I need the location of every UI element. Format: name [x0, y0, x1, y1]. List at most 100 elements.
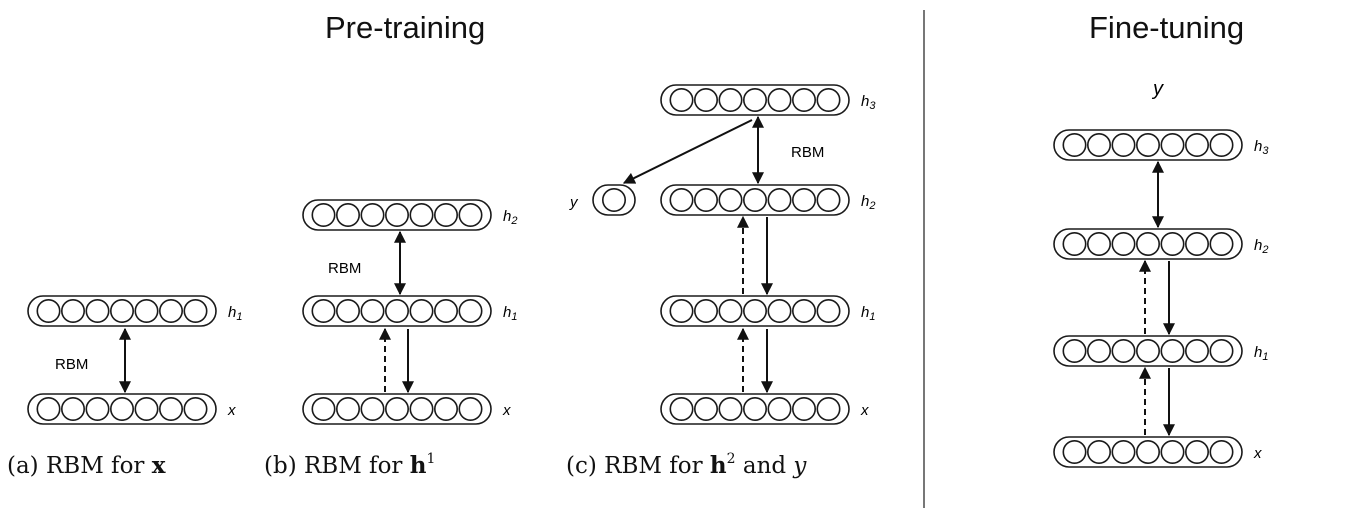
unit-node [669, 298, 694, 323]
layer-f-h3 [1053, 129, 1243, 161]
y-arrow-c [622, 119, 753, 184]
unit-node [134, 396, 159, 421]
unit-node [384, 396, 409, 421]
unit-node [85, 396, 110, 421]
unit-node [601, 188, 626, 213]
unit-node [110, 298, 135, 323]
unit-node [458, 396, 483, 421]
unit-node [1209, 133, 1234, 158]
unit-node [1185, 133, 1210, 158]
unit-node [85, 298, 110, 323]
unit-node [60, 396, 85, 421]
unit-node [183, 396, 208, 421]
unit-node [360, 298, 385, 323]
unit-node [791, 188, 816, 213]
unit-node [433, 396, 458, 421]
unit-node [669, 188, 694, 213]
unit-node [1062, 338, 1087, 363]
unit-node [1185, 439, 1210, 464]
unit-node [1111, 338, 1136, 363]
unit-node [1087, 133, 1112, 158]
unit-node [816, 298, 841, 323]
unit-node [1185, 338, 1210, 363]
unit-node [311, 396, 336, 421]
unit-node [1209, 439, 1234, 464]
unit-node [816, 188, 841, 213]
finetuning-header: Fine-tuning [1089, 10, 1245, 45]
caption-b: (b) RBM for h1 [264, 451, 436, 479]
unit-node [159, 396, 184, 421]
unit-node [718, 396, 743, 421]
unit-node [433, 203, 458, 228]
unit-node [360, 396, 385, 421]
layer-c-h3 [660, 84, 850, 116]
layer-b-x [302, 393, 492, 425]
unit-node [767, 298, 792, 323]
unit-node [1209, 338, 1234, 363]
unit-node [718, 188, 743, 213]
unit-node [816, 88, 841, 113]
layer-label: h3 [1254, 138, 1269, 157]
unit-node [183, 298, 208, 323]
unit-node [742, 188, 767, 213]
unit-node [742, 396, 767, 421]
unit-node [816, 396, 841, 421]
caption-a: (a) RBM for x [7, 452, 166, 479]
unit-node [669, 396, 694, 421]
unit-node [360, 203, 385, 228]
unit-node [1209, 232, 1234, 257]
y-label-c: y [569, 194, 579, 211]
unit-node [1160, 232, 1185, 257]
unit-node [458, 298, 483, 323]
unit-node [311, 203, 336, 228]
unit-node [110, 396, 135, 421]
layer-label: x [227, 402, 236, 419]
unit-node [767, 188, 792, 213]
layer-f-h1 [1053, 335, 1243, 367]
layer-c-h1 [660, 295, 850, 327]
layer-label: h2 [1254, 237, 1268, 256]
unit-node [335, 298, 360, 323]
unit-node [1062, 133, 1087, 158]
section-divider [923, 10, 925, 508]
unit-node [1136, 133, 1161, 158]
unit-node [1160, 439, 1185, 464]
y-label-f: y [1151, 78, 1164, 100]
unit-node [1185, 232, 1210, 257]
unit-node [159, 298, 184, 323]
layer-a-h1 [27, 295, 217, 327]
rbm-label-a: RBM [55, 356, 88, 373]
unit-node [1111, 232, 1136, 257]
layer-label: h2 [503, 208, 517, 227]
unit-node [693, 188, 718, 213]
unit-node [36, 396, 61, 421]
layer-label: h1 [1254, 344, 1268, 363]
unit-node [767, 396, 792, 421]
unit-node [1062, 439, 1087, 464]
layer-label: x [1253, 445, 1262, 462]
unit-node [767, 88, 792, 113]
unit-node [134, 298, 159, 323]
unit-node [693, 88, 718, 113]
unit-node [433, 298, 458, 323]
unit-node [693, 298, 718, 323]
layer-label: x [502, 402, 511, 419]
unit-node [742, 298, 767, 323]
layer-label: x [860, 402, 869, 419]
unit-node [409, 298, 434, 323]
layer-a-x [27, 393, 217, 425]
unit-node [36, 298, 61, 323]
layer-label: h1 [861, 304, 875, 323]
caption-c: (c) RBM for h2 and y [566, 451, 807, 479]
unit-node [693, 396, 718, 421]
unit-node [311, 298, 336, 323]
unit-node [742, 88, 767, 113]
unit-node [458, 203, 483, 228]
layer-label: h2 [861, 193, 875, 212]
unit-node [1136, 439, 1161, 464]
layer-c-h2 [660, 184, 850, 216]
layer-label: h3 [861, 93, 876, 112]
unit-node [791, 88, 816, 113]
unit-node [1111, 133, 1136, 158]
